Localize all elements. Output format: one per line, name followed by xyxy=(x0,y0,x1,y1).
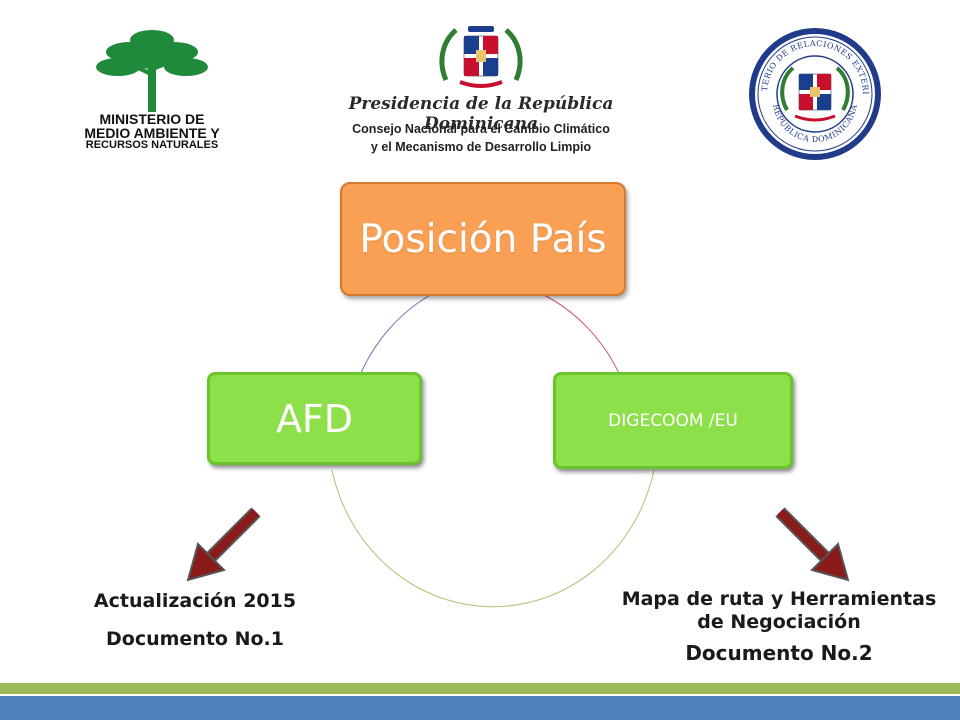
digecoom-node: DIGECOOM /EU xyxy=(553,372,793,469)
right-caption-title-line-2: de Negociación xyxy=(697,611,861,633)
ministry-environment-logo: MINISTERIO DE MEDIO AMBIENTE Y RECURSOS … xyxy=(72,22,232,152)
coat-of-arms-icon xyxy=(439,26,523,88)
council-name-line-1: Consejo Nacional para el Cambio Climátic… xyxy=(352,122,610,136)
cycle-arc-top-right xyxy=(541,293,623,381)
digecoom-label: DIGECOOM /EU xyxy=(608,410,738,431)
cycle-arc-top-left xyxy=(357,293,433,381)
cycle-connector xyxy=(331,293,655,608)
country-position-node: Posición País xyxy=(340,182,626,296)
down-left-arrow-icon xyxy=(186,507,261,582)
council-name-line-2: y el Mecanismo de Desarrollo Limpio xyxy=(370,140,592,154)
right-caption-document: Documento No.2 xyxy=(685,641,873,665)
ministry-name-line-1: MINISTERIO DE xyxy=(99,111,205,127)
afd-label: AFD xyxy=(275,396,354,441)
country-position-label: Posición País xyxy=(359,216,607,262)
down-right-arrow-icon xyxy=(775,507,850,582)
tree-icon xyxy=(96,30,208,112)
footer-bar-green xyxy=(0,683,960,694)
presidency-logo: Presidencia de la República Dominicana C… xyxy=(316,22,646,157)
cycle-arc-bottom xyxy=(331,469,655,608)
ministry-name-line-3: RECURSOS NATURALES xyxy=(85,139,219,151)
right-caption-title-line-1: Mapa de ruta y Herramientas xyxy=(621,588,937,610)
presidency-title: Presidencia de la República Dominicana xyxy=(348,94,614,134)
foreign-ministry-seal: MINISTERIO DE RELACIONES EXTERIORES REPU… xyxy=(741,19,885,161)
left-caption-document: Documento No.1 xyxy=(106,628,284,650)
afd-node: AFD xyxy=(207,372,422,465)
ministry-name-line-2: MEDIO AMBIENTE Y xyxy=(84,125,220,141)
left-caption-title: Actualización 2015 xyxy=(93,590,297,612)
ministry-seal-icon: MINISTERIO DE RELACIONES EXTERIORES REPU… xyxy=(741,19,881,160)
footer-bar-blue xyxy=(0,696,960,720)
